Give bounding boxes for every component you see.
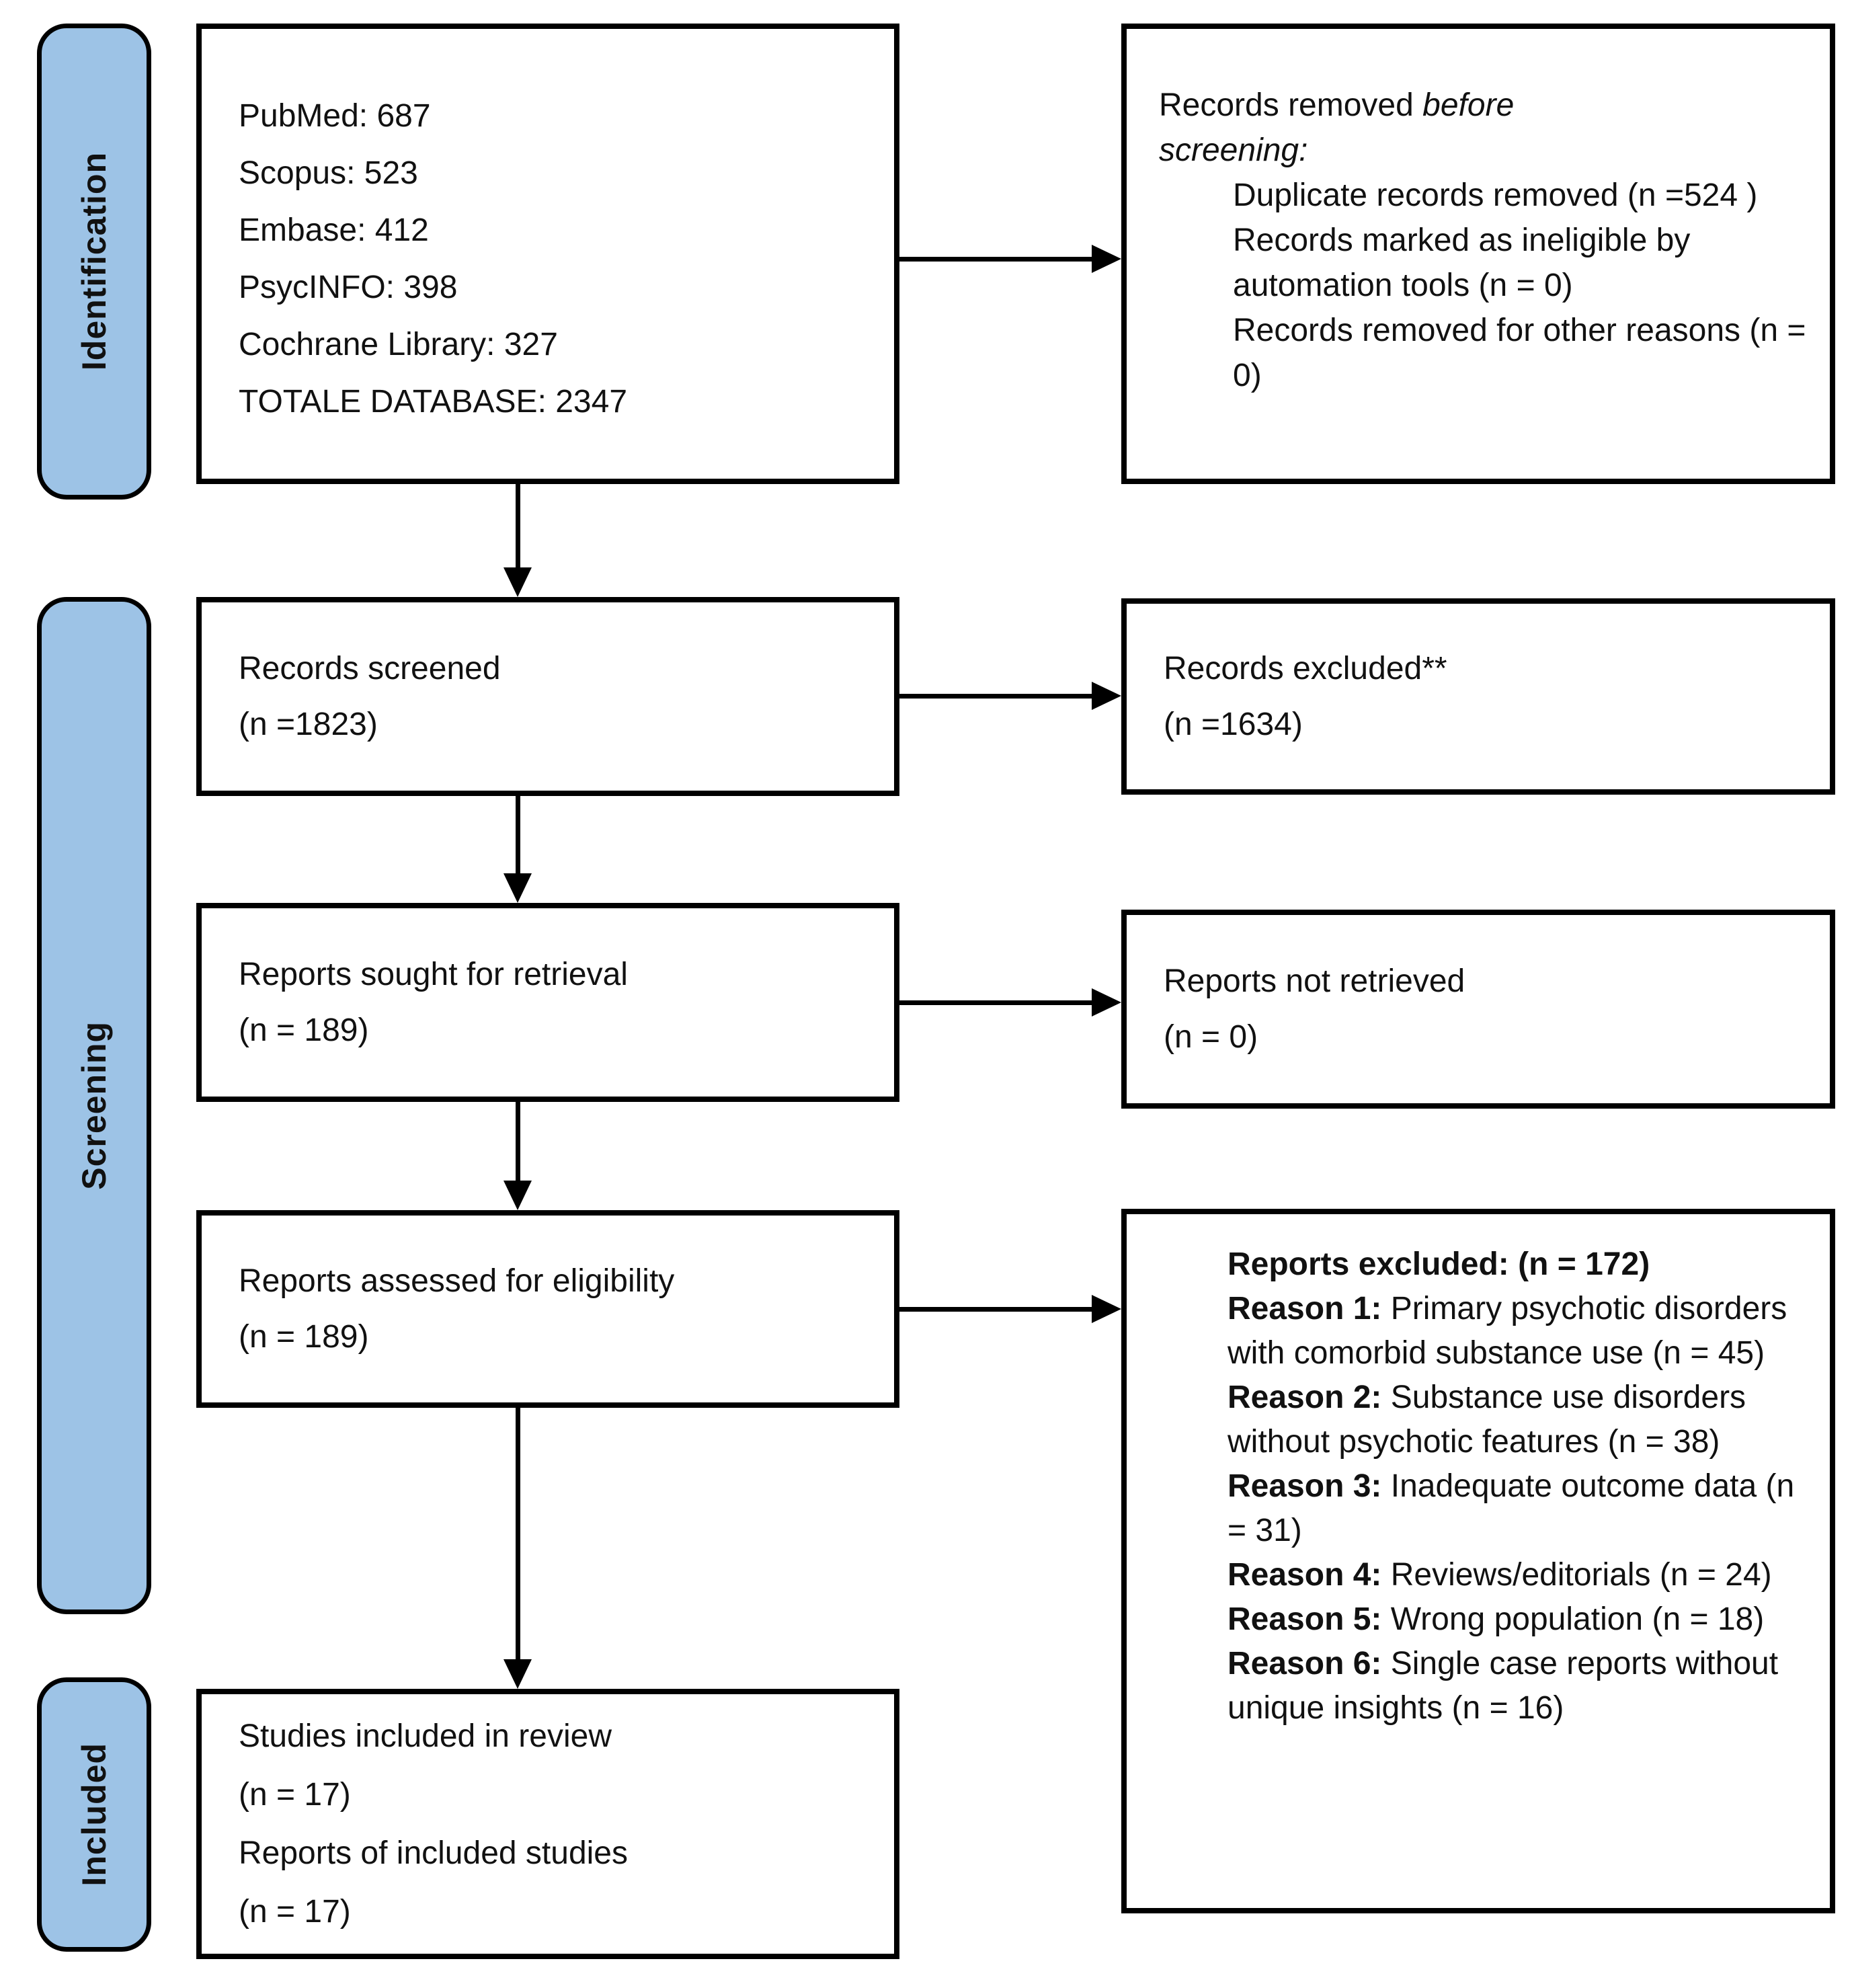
arrow-identification-to-removed bbox=[899, 257, 1093, 262]
exclusion-reason-item: Reason 1: Primary psychotic disorders wi… bbox=[1227, 1287, 1811, 1376]
records-removed-items: Duplicate records removed (n =524 ) Recor… bbox=[1159, 173, 1810, 398]
reason-text: Reviews/editorials (n = 24) bbox=[1381, 1557, 1772, 1593]
records-removed-box: Records removed before screening: Duplic… bbox=[1121, 24, 1835, 484]
arrow-screened-to-excluded bbox=[899, 694, 1093, 699]
database-count-line: Cochrane Library: 327 bbox=[239, 327, 558, 362]
reasons-list: Reason 1: Primary psychotic disorders wi… bbox=[1227, 1287, 1811, 1731]
arrowhead-right-icon bbox=[1092, 245, 1121, 273]
records-screened-count: (n =1823) bbox=[239, 706, 378, 742]
records-removed-title-italic: before bbox=[1422, 87, 1515, 123]
stage-bar-included: Included bbox=[37, 1677, 151, 1952]
arrowhead-down-icon bbox=[504, 873, 532, 903]
reports-not-retrieved-box: Reports not retrieved (n = 0) bbox=[1121, 910, 1835, 1109]
reports-assessed-count: (n = 189) bbox=[239, 1318, 369, 1355]
exclusion-reason-item: Reason 6: Single case reports without un… bbox=[1227, 1642, 1811, 1731]
removed-reason-item: Records removed for other reasons (n = 0… bbox=[1233, 313, 1806, 393]
stage-label-identification: Identification bbox=[75, 152, 113, 371]
arrow-identification-to-screened bbox=[516, 484, 520, 569]
records-removed-title-line2: screening: bbox=[1159, 132, 1308, 168]
reason-text: Primary psychotic disorders with comorbi… bbox=[1227, 1291, 1787, 1371]
exclusion-reason-item: Reason 5: Wrong population (n = 18) bbox=[1227, 1597, 1811, 1642]
stage-bar-identification: Identification bbox=[37, 24, 151, 500]
reason-label: Reason 2: bbox=[1227, 1380, 1382, 1415]
reason-label: Reason 3: bbox=[1227, 1468, 1382, 1504]
reason-text: Substance use disorders without psychoti… bbox=[1227, 1380, 1746, 1460]
arrow-assessed-to-included bbox=[516, 1408, 520, 1661]
records-screened-label: Records screened bbox=[239, 650, 501, 686]
arrow-sought-to-notretrieved bbox=[899, 1000, 1093, 1005]
exclusion-reason-item: Reason 2: Substance use disorders withou… bbox=[1227, 1376, 1811, 1464]
database-count-line: Scopus: 523 bbox=[239, 155, 418, 191]
arrowhead-right-icon bbox=[1092, 1295, 1121, 1323]
arrow-screened-to-sought bbox=[516, 796, 520, 875]
arrowhead-right-icon bbox=[1092, 682, 1121, 710]
reason-text: Inadequate outcome data (n = 31) bbox=[1227, 1468, 1795, 1548]
records-screened-box: Records screened (n =1823) bbox=[196, 597, 899, 796]
removed-reason-item: Duplicate records removed (n =524 ) bbox=[1233, 177, 1758, 213]
records-excluded-count: (n =1634) bbox=[1164, 706, 1303, 742]
reports-excluded-box: Reports excluded: (n = 172) Reason 1: Pr… bbox=[1121, 1209, 1835, 1913]
reason-label: Reason 6: bbox=[1227, 1646, 1382, 1681]
records-removed-title-line1: Records removed before bbox=[1159, 87, 1515, 123]
database-count-line: Embase: 412 bbox=[239, 212, 429, 248]
arrowhead-right-icon bbox=[1092, 988, 1121, 1017]
reason-text: Wrong population (n = 18) bbox=[1381, 1601, 1765, 1637]
included-line: (n = 17) bbox=[239, 1893, 351, 1930]
exclusion-reason-item: Reason 3: Inadequate outcome data (n = 3… bbox=[1227, 1464, 1811, 1553]
reason-label: Reason 5: bbox=[1227, 1601, 1382, 1637]
records-excluded-box: Records excluded** (n =1634) bbox=[1121, 598, 1835, 795]
reports-not-retrieved-count: (n = 0) bbox=[1164, 1019, 1258, 1055]
reports-excluded-heading: Reports excluded: (n = 172) bbox=[1227, 1246, 1650, 1282]
reason-label: Reason 4: bbox=[1227, 1557, 1382, 1593]
stage-bar-screening: Screening bbox=[37, 597, 151, 1614]
arrowhead-down-icon bbox=[504, 567, 532, 597]
reports-sought-box: Reports sought for retrieval (n = 189) bbox=[196, 903, 899, 1102]
included-line: Reports of included studies bbox=[239, 1835, 628, 1871]
reports-assessed-box: Reports assessed for eligibility (n = 18… bbox=[196, 1210, 899, 1408]
removed-reason-item: Records marked as ineligible by automati… bbox=[1233, 223, 1691, 303]
reason-text: Single case reports without unique insig… bbox=[1227, 1646, 1779, 1726]
included-lines: Studies included in review (n = 17) Report… bbox=[196, 1689, 899, 1959]
reports-sought-count: (n = 189) bbox=[239, 1012, 369, 1048]
reports-sought-label: Reports sought for retrieval bbox=[239, 956, 628, 992]
records-excluded-label: Records excluded** bbox=[1164, 650, 1447, 686]
arrowhead-down-icon bbox=[504, 1181, 532, 1210]
arrowhead-down-icon bbox=[504, 1659, 532, 1689]
stage-label-screening: Screening bbox=[75, 1021, 113, 1190]
exclusion-reason-item: Reason 4: Reviews/editorials (n = 24) bbox=[1227, 1553, 1811, 1597]
stage-label-included: Included bbox=[75, 1743, 113, 1886]
database-count-line: TOTALE DATABASE: 2347 bbox=[239, 384, 628, 420]
included-line: (n = 17) bbox=[239, 1776, 351, 1813]
reason-label: Reason 1: bbox=[1227, 1291, 1382, 1326]
database-count-line: PsycINFO: 398 bbox=[239, 270, 458, 305]
reports-not-retrieved-label: Reports not retrieved bbox=[1164, 963, 1465, 999]
arrow-sought-to-assessed bbox=[516, 1102, 520, 1182]
arrow-assessed-to-reasons bbox=[899, 1307, 1093, 1312]
database-count-line: PubMed: 687 bbox=[239, 98, 431, 134]
reports-assessed-label: Reports assessed for eligibility bbox=[239, 1263, 675, 1299]
included-line: Studies included in review bbox=[239, 1718, 612, 1754]
